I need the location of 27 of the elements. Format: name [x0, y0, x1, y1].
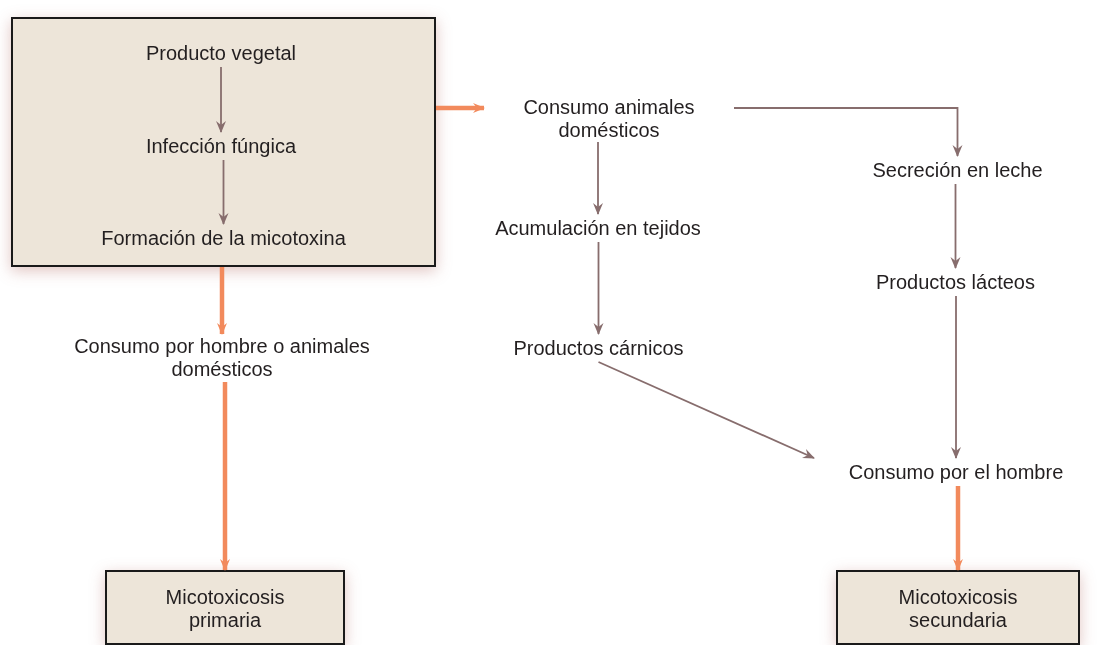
box-text: Micotoxicosis secundaria: [897, 586, 1019, 632]
outcome-box: [105, 570, 345, 645]
arrow: [216, 66, 226, 133]
process-box: [11, 17, 436, 267]
step-text: Producto vegetal: [111, 39, 331, 67]
arrow: [951, 295, 961, 459]
flow-step-text: Secreción en leche: [835, 156, 1080, 184]
flow-step-text: Productos lácteos: [838, 268, 1073, 296]
arrow: [436, 103, 485, 113]
outcome-box: [836, 570, 1080, 645]
arrow: [220, 382, 230, 571]
step-text: Infección fúngica: [111, 132, 331, 160]
flow-step-text: Consumo por hombre o animales domésticos: [74, 334, 370, 382]
step-text: Formación de la micotoxina: [31, 224, 416, 252]
arrow: [218, 159, 229, 225]
arrow: [217, 267, 227, 335]
box-text: Micotoxicosis primaria: [164, 586, 286, 632]
arrow: [593, 241, 604, 335]
arrow: [950, 183, 961, 269]
arrow: [597, 361, 815, 459]
flow-step-text: Consumo animales domésticos: [484, 96, 734, 142]
flow-step-text: Productos cárnicos: [476, 334, 721, 362]
arrow: [733, 107, 963, 157]
flow-step-text: Acumulación en tejidos: [448, 214, 748, 242]
arrow: [593, 141, 603, 215]
arrow: [953, 486, 963, 571]
flow-step-text: Consumo por el hombre: [800, 458, 1112, 486]
